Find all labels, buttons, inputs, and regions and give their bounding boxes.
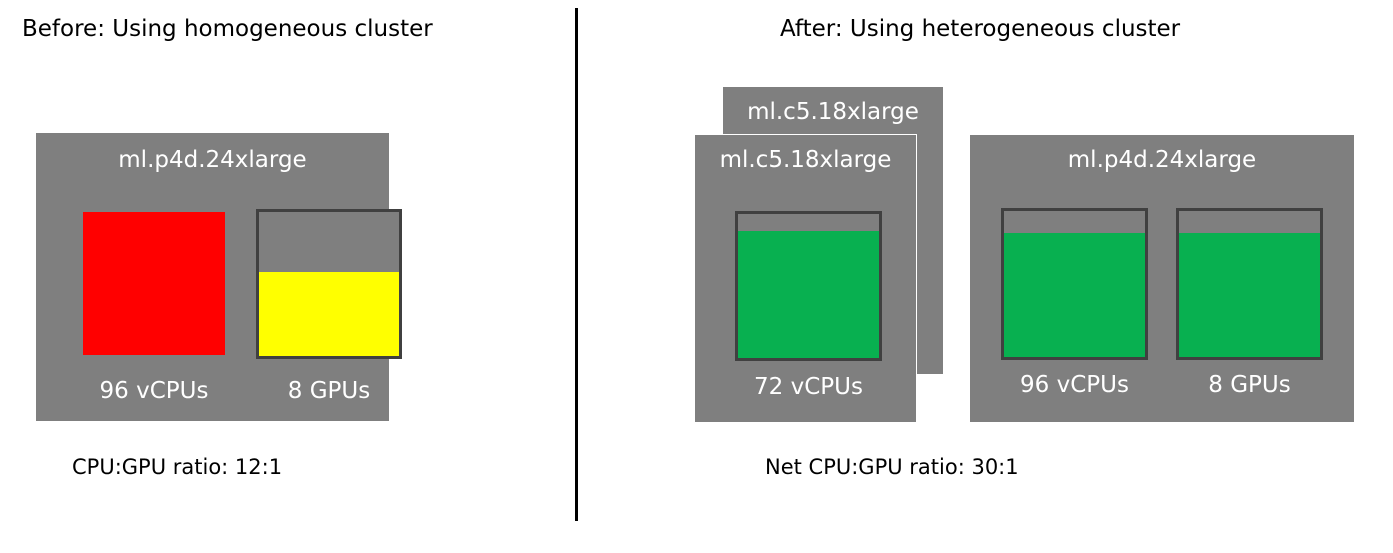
after-c5-cpu-fill — [738, 231, 879, 358]
after-heading: After: Using heterogeneous cluster — [780, 16, 1181, 42]
after-p4d-instance-title: ml.p4d.24xlarge — [1067, 147, 1257, 173]
after-c5-instance-title-front: ml.c5.18xlarge — [719, 147, 892, 173]
before-heading: Before: Using homogeneous cluster — [22, 16, 433, 42]
after-p4d-instance-box: ml.p4d.24xlarge 96 vCPUs 8 GPUs — [969, 134, 1355, 423]
after-c5-instance-title-back: ml.c5.18xlarge — [747, 99, 919, 125]
before-gpu-caption: 8 GPUs — [287, 378, 371, 404]
after-ratio-text: Net CPU:GPU ratio: 30:1 — [765, 455, 1019, 479]
after-p4d-cpu-caption: 96 vCPUs — [1020, 372, 1129, 398]
before-p4d-instance-title: ml.p4d.24xlarge — [118, 147, 307, 173]
after-p4d-cpu-fill — [1004, 232, 1145, 357]
before-gpu-gauge — [256, 209, 402, 359]
before-gpu-fill — [259, 272, 399, 356]
after-p4d-gpu-caption: 8 GPUs — [1208, 372, 1291, 398]
after-c5-instance-box-front: ml.c5.18xlarge 72 vCPUs — [694, 134, 917, 423]
after-c5-cpu-caption: 72 vCPUs — [754, 374, 863, 400]
before-p4d-instance-box: ml.p4d.24xlarge 96 vCPUs 8 GPUs — [35, 132, 402, 422]
before-cpu-block — [83, 212, 225, 355]
after-c5-cpu-gauge — [735, 211, 882, 361]
after-p4d-cpu-gauge — [1001, 208, 1148, 360]
before-ratio-text: CPU:GPU ratio: 12:1 — [72, 455, 283, 479]
after-p4d-gpu-gauge — [1176, 208, 1323, 360]
before-cpu-caption: 96 vCPUs — [99, 378, 209, 404]
after-p4d-gpu-fill — [1179, 232, 1320, 357]
section-divider — [575, 8, 578, 521]
